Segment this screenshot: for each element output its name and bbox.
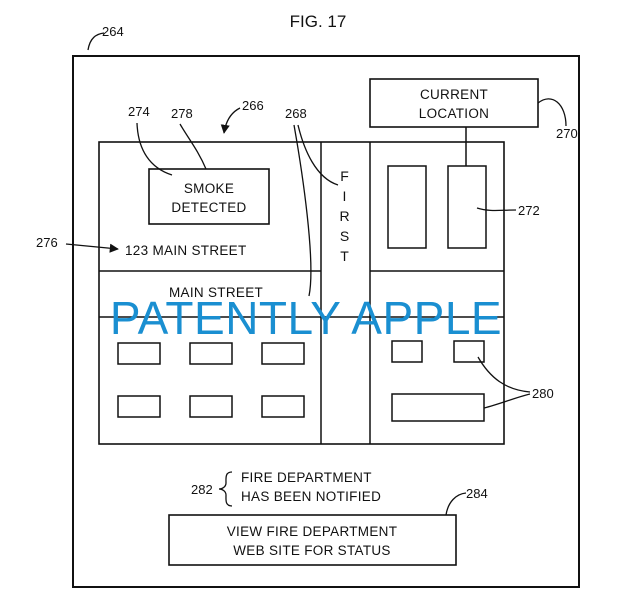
button-frame[interactable] — [168, 514, 457, 566]
smoke-alert-box[interactable] — [148, 168, 270, 225]
building — [189, 395, 233, 418]
figure-title: FIG. 17 — [290, 12, 347, 31]
building — [117, 342, 161, 365]
button-line2: WEB SITE FOR STATUS — [233, 543, 390, 558]
map-area: SMOKE DETECTED 276 123 MAIN STREET MAIN … — [36, 141, 505, 445]
first-street-letter: R — [339, 208, 350, 224]
ref-264: 264 — [102, 24, 124, 39]
current-location-callout — [369, 78, 539, 128]
watermark: PATENTLY APPLE — [110, 292, 502, 344]
ref-274: 274 — [128, 104, 150, 119]
building — [261, 342, 305, 365]
ref-266: 266 — [242, 98, 264, 113]
callout-line2: LOCATION — [419, 106, 489, 121]
ref-274-leader — [136, 122, 173, 176]
building — [189, 342, 233, 365]
ref-278: 278 — [171, 106, 193, 121]
ref-266-arrow — [220, 107, 241, 134]
building-280a — [453, 340, 485, 363]
main-street-label: MAIN STREET — [169, 285, 263, 300]
current-location-building[interactable] — [447, 165, 487, 249]
first-street-letter: I — [343, 188, 348, 204]
first-street-letter: F — [340, 168, 350, 184]
ref-270-leader — [537, 98, 567, 127]
ref-264-leader — [87, 32, 105, 51]
building — [391, 340, 423, 363]
button-line1: VIEW FIRE DEPARTMENT — [227, 524, 398, 539]
building-280b — [391, 393, 485, 422]
ref-268: 268 — [285, 106, 307, 121]
address-label: 123 MAIN STREET — [125, 243, 247, 258]
map-border — [98, 141, 505, 445]
ref-280-leader-1 — [477, 356, 531, 393]
ref-272: 272 — [518, 203, 540, 218]
building-top-right-1 — [387, 165, 427, 249]
first-street-label: F I R S T — [339, 168, 350, 264]
ref-276: 276 — [36, 235, 58, 250]
notification-line1: FIRE DEPARTMENT — [241, 470, 372, 485]
notification-brace — [218, 471, 233, 507]
first-street-letter: S — [340, 228, 350, 244]
notification-line2: HAS BEEN NOTIFIED — [241, 489, 381, 504]
callout-line1: CURRENT — [420, 87, 488, 102]
ref-276-arrow — [65, 243, 119, 253]
first-street-letter: T — [340, 248, 350, 264]
ref-268-leader-2 — [297, 124, 339, 186]
ref-268-leader-1 — [293, 124, 312, 297]
ref-282: 282 — [191, 482, 213, 497]
device-frame — [72, 55, 580, 588]
smoke-alert-line2: DETECTED — [171, 200, 246, 215]
building — [261, 395, 305, 418]
building — [117, 395, 161, 418]
ref-280: 280 — [532, 386, 554, 401]
ref-278-leader — [179, 123, 207, 170]
ref-284: 284 — [466, 486, 488, 501]
ref-272-leader — [476, 207, 517, 212]
ref-284-leader — [445, 492, 467, 516]
ref-270: 270 — [556, 126, 578, 141]
ref-280-leader-2 — [483, 393, 531, 409]
view-fire-department-button[interactable]: VIEW FIRE DEPARTMENT WEB SITE FOR STATUS — [168, 514, 457, 566]
smoke-alert-line1: SMOKE — [184, 181, 234, 196]
